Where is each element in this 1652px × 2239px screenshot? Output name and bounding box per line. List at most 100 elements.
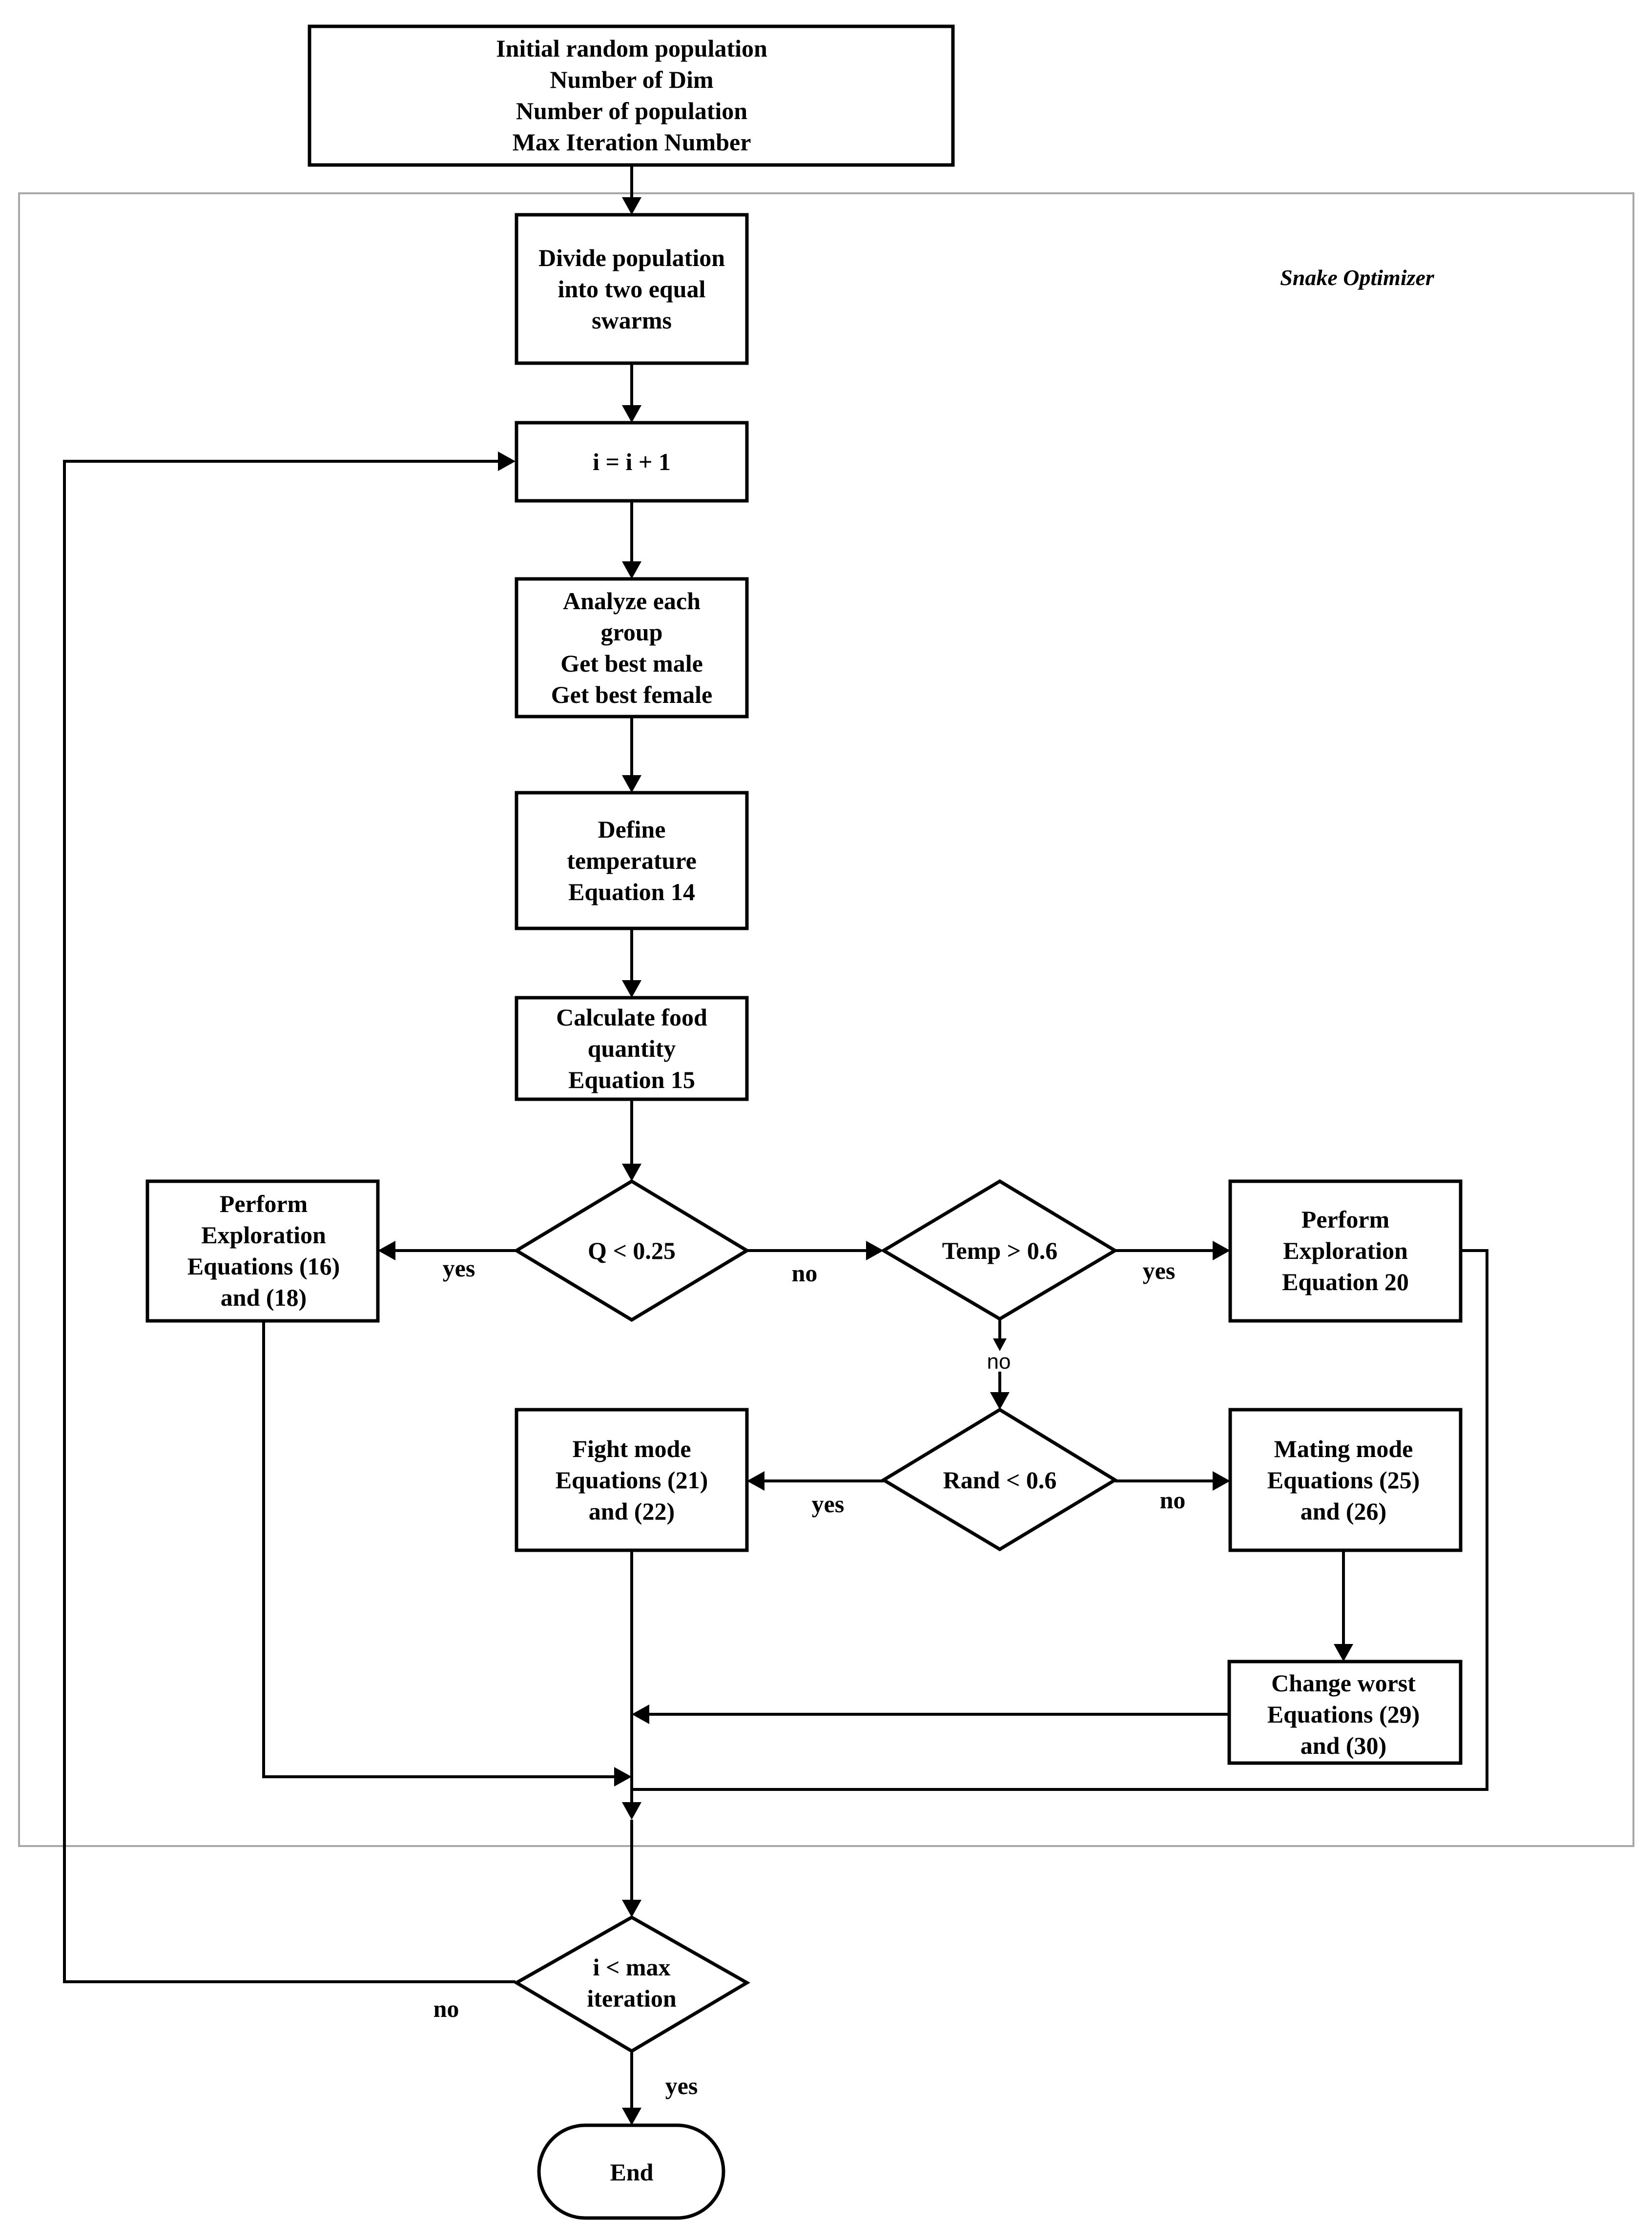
explore-left-label-line-4: and (18) [221,1284,307,1311]
edge-labels: yes no yes no yes no no yes [434,1254,1186,2099]
analyze-label-line-1: Analyze each [563,587,701,615]
temp-no-label: no [987,1350,1011,1374]
mating-label-line-2: Equations (25) [1267,1466,1420,1494]
q-check-label-line-1: Q < 0.25 [588,1237,676,1264]
arrowhead-explore-left [378,1241,395,1260]
arrowhead-rand-check [990,1392,1010,1410]
arrowhead-fight [747,1471,764,1491]
end-terminator [537,2123,725,2220]
node-increment: i = i + 1 [515,421,749,503]
init-label-line-1: Initial random population [496,35,767,62]
init-box [308,24,955,167]
food-label-line-1: Calculate food [556,1004,707,1031]
node-q-check: Q < 0.25 [513,1179,750,1322]
fight-label-line-2: Equations (21) [556,1466,708,1494]
change-worst-label-line-1: Change worst [1271,1669,1416,1697]
iter-yes-label: yes [665,2072,698,2099]
init-label-line-4: Max Iteration Number [513,128,751,156]
iter-check-diamond [513,1915,750,2054]
food-box [515,996,749,1101]
explore-right-label-line-3: Equation 20 [1282,1268,1409,1295]
arrowhead-end [622,2108,641,2125]
change-worst-label-line-2: Equations (29) [1267,1701,1420,1728]
rand-check-diamond [880,1407,1118,1552]
node-end: End [537,2123,725,2220]
rand-check-label-line-1: Rand < 0.6 [943,1466,1057,1494]
explore-right-label-line-1: Perform [1301,1206,1389,1233]
explore-left-label-line-3: Equations (16) [187,1253,340,1280]
analyze-box [515,577,749,719]
snake-optimizer-container [18,192,1634,1847]
container-label: Snake Optimizer [1280,265,1435,290]
arrowhead-increment [622,405,641,423]
init-label-line-2: Number of Dim [550,66,713,93]
temp-check-diamond [880,1179,1118,1321]
explore-right-label-line-2: Exploration [1283,1237,1408,1264]
q-check-diamond [513,1179,750,1322]
temperature-label-line-1: Define [598,816,666,843]
arrowhead-analyze [622,561,641,579]
arrowhead-food [622,980,641,998]
change-worst-box [1227,1660,1463,1765]
change-worst-label-line-3: and (30) [1301,1732,1386,1759]
arrowhead-divide [622,197,641,215]
arrowhead-change-worst [1334,1644,1353,1662]
q-yes-label: yes [443,1254,475,1282]
increment-label-line-1: i = i + 1 [593,448,671,475]
rand-yes-label: yes [812,1490,845,1518]
connector-explore-right-to-merge [632,1249,1488,1791]
arrowhead-q-check [622,1164,641,1181]
analyze-label-line-3: Get best male [560,650,703,677]
arrowhead-loop-increment [498,452,516,471]
iter-check-label-line-2: iteration [587,1985,676,2012]
explore-right-box [1228,1179,1463,1323]
divide-box [515,213,749,365]
connector-iter-no-loop [63,460,516,1983]
node-rand-check: Rand < 0.6 [880,1407,1118,1552]
food-label-line-2: quantity [588,1035,676,1062]
node-iter-check: i < max iteration [513,1915,750,2054]
increment-box [515,421,749,503]
fight-label-line-3: and (22) [589,1498,675,1525]
food-label-line-3: Equation 15 [568,1066,695,1093]
connectors [63,165,1488,2125]
divide-label-line-2: into two equal [558,275,706,303]
explore-left-label-line-1: Perform [220,1190,308,1217]
analyze-label-line-2: group [601,618,663,646]
q-no-label: no [792,1259,818,1287]
temperature-label-line-3: Equation 14 [568,878,695,905]
iter-check-label-line-1: i < max [593,1953,670,1981]
arrowhead-temperature [622,775,641,793]
fight-label-line-1: Fight mode [572,1435,691,1462]
analyze-label-line-4: Get best female [551,681,712,708]
temperature-label-line-2: temperature [567,847,697,874]
divide-label-line-1: Divide population [538,244,725,271]
rand-no-label: no [1160,1486,1186,1514]
divide-label-line-3: swarms [592,307,672,334]
temp-yes-label: yes [1143,1257,1176,1284]
node-temp-check: Temp > 0.6 [880,1179,1118,1321]
arrowhead-merge-down [622,1802,641,1820]
arrowhead-temp-no [993,1338,1007,1351]
arrowhead-explore-right [1213,1241,1230,1260]
arrowhead-merge-explore-left [614,1767,632,1787]
connector-explore-left-to-merge [262,1321,618,1778]
iter-no-label: no [434,1995,459,2022]
mating-box [1228,1408,1463,1552]
explore-left-label-line-2: Exploration [201,1221,326,1249]
arrowhead-mating [1213,1471,1230,1491]
node-divide: Divide population into two equal swarms [515,213,749,365]
mating-label-line-1: Mating mode [1274,1435,1413,1462]
end-label-line-1: End [610,2158,654,2186]
explore-left-box [145,1179,380,1323]
